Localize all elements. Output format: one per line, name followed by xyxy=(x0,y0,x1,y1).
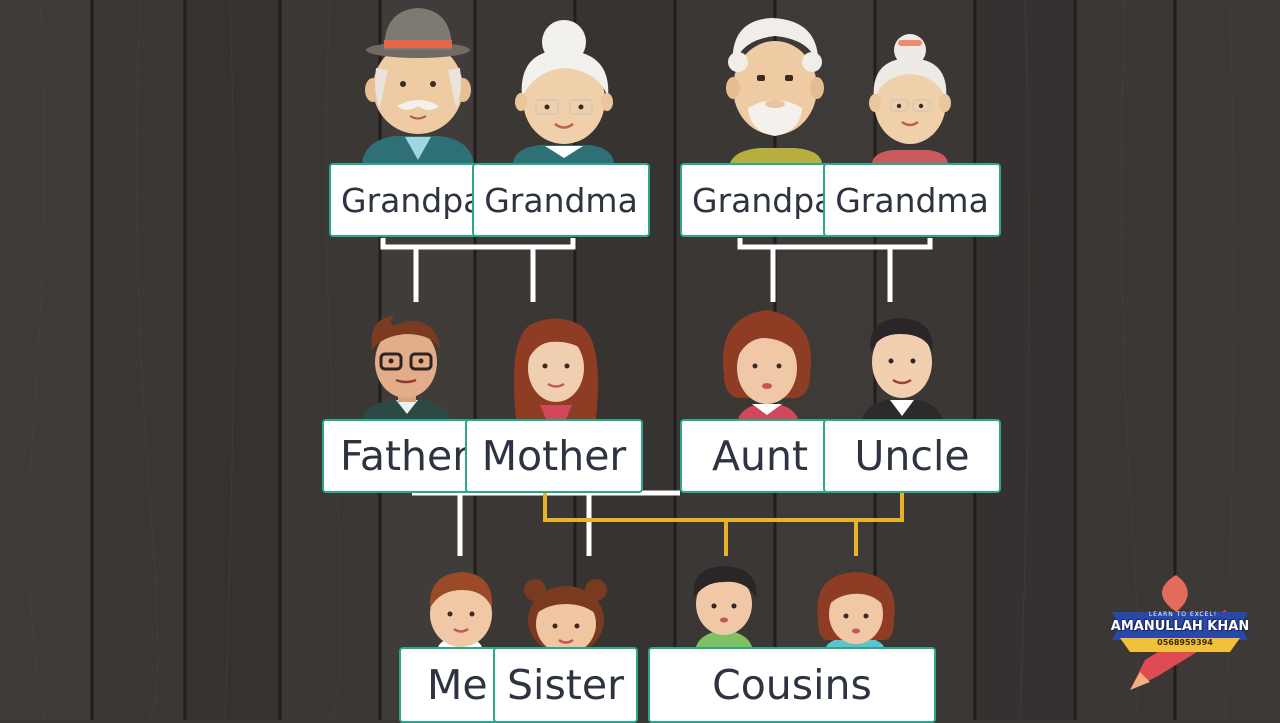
label-me: Me xyxy=(399,647,509,723)
avatar-mother xyxy=(513,318,598,419)
label-sister: Sister xyxy=(493,647,638,723)
avatar-father xyxy=(362,316,450,419)
label-aunt: Aunt xyxy=(680,419,840,493)
watermark-tagline: LEARN TO EXCEL! xyxy=(1148,611,1218,618)
label-grandpa-maternal: Grandpa xyxy=(680,163,840,237)
avatar-grandpa-maternal xyxy=(726,18,824,163)
connector-aunt-uncle xyxy=(543,493,904,522)
watermark-name: AMANULLAH KHAN xyxy=(1110,619,1250,634)
connector-maternal-grandparents xyxy=(737,238,933,250)
avatar-me xyxy=(429,572,493,647)
tree-connectors xyxy=(380,238,933,556)
avatar-aunt xyxy=(722,310,812,419)
avatar-grandpa-paternal xyxy=(362,8,474,163)
label-cousins: Cousins xyxy=(648,647,936,723)
watermark-phone: 0568959394 xyxy=(1157,638,1213,647)
avatar-sister xyxy=(524,579,607,654)
label-uncle: Uncle xyxy=(823,419,1001,493)
avatar-cousin-girl xyxy=(817,572,895,647)
label-mother: Mother xyxy=(465,419,643,493)
label-grandpa-paternal: Grandpa xyxy=(329,163,489,237)
avatar-uncle xyxy=(862,318,942,419)
label-father: Father xyxy=(322,419,482,493)
avatar-cousin-boy xyxy=(693,566,757,647)
avatar-grandma-paternal xyxy=(513,20,614,163)
avatar-grandma-maternal xyxy=(869,34,951,163)
label-grandma-maternal: Grandma xyxy=(823,163,1001,237)
label-grandma-paternal: Grandma xyxy=(472,163,650,237)
connector-paternal-grandparents xyxy=(380,238,576,250)
watermark-logo xyxy=(1112,575,1248,690)
